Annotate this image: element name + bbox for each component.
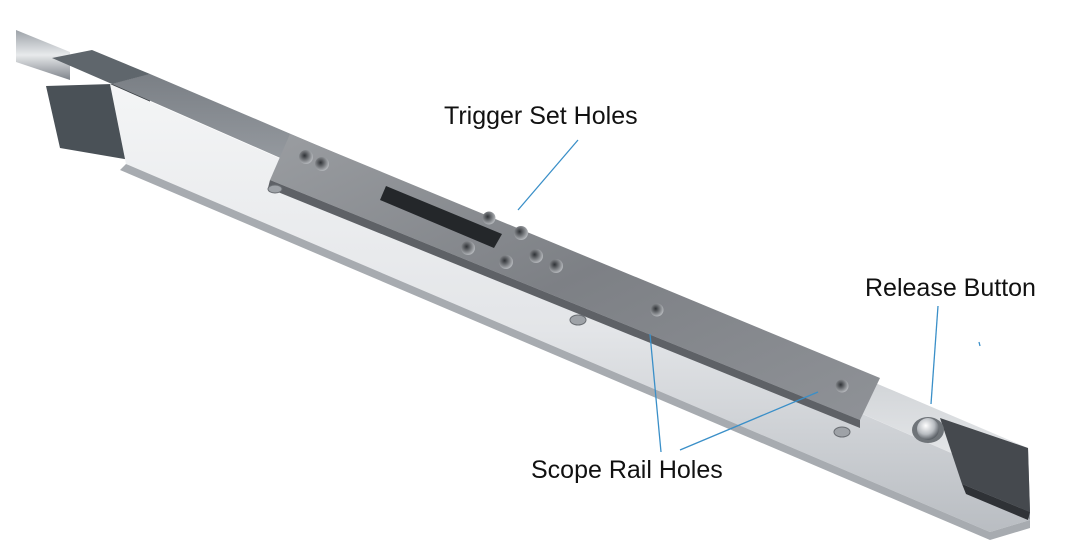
rod [16, 30, 70, 80]
mounting-plate [268, 134, 880, 428]
release-button-label: Release Button [865, 274, 1036, 302]
release-leader-line [930, 305, 939, 405]
leader-lines [517, 139, 981, 453]
trigger-slot [380, 186, 502, 248]
small-leader-mark [978, 341, 981, 347]
scope-leader-line-right [679, 391, 819, 451]
bar-screws [267, 184, 851, 438]
scope-leader-line-left [649, 333, 662, 453]
scope-rail-holes-label: Scope Rail Holes [531, 456, 723, 484]
plate-holes [299, 150, 849, 393]
trigger-set-holes-label: Trigger Set Holes [444, 102, 638, 130]
release-button-part [912, 417, 944, 443]
end-block [940, 418, 1030, 520]
trigger-leader-line [517, 139, 579, 211]
